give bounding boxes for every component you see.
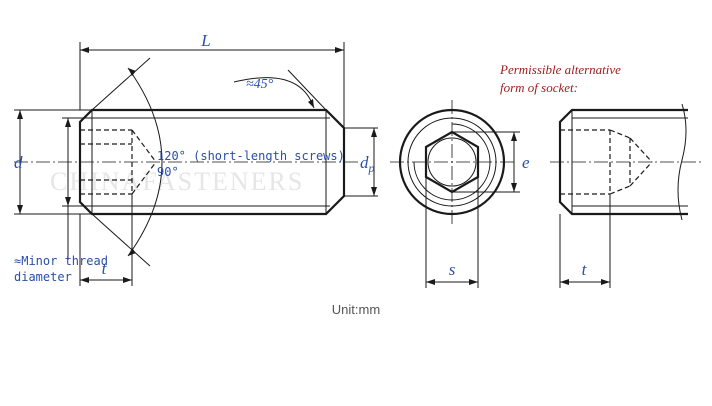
alt-socket-note-line1: Permissible alternative — [499, 62, 621, 77]
major-diameter-label: d — [14, 153, 23, 172]
alternative-socket-view: Permissible alternative form of socket: … — [499, 62, 704, 288]
alt-socket-hidden-lines — [560, 129, 653, 195]
point-diameter-label: dp — [360, 153, 375, 175]
hex-inner-circle — [427, 137, 477, 187]
end-view: e s — [390, 100, 530, 288]
unit-label: Unit:mm — [331, 302, 381, 317]
set-screw-technical-drawing: CHINAFASTENERS L d — [14, 31, 704, 288]
alt-socket-depth-label: t — [582, 260, 588, 279]
minor-thread-label-line1: ≈Minor thread — [14, 254, 108, 268]
cone-angle-arc — [127, 67, 163, 257]
length-label: L — [200, 31, 210, 50]
across-corners-label: e — [522, 153, 530, 172]
minor-thread-label-line2: diameter — [14, 270, 72, 284]
chamfer-angle-arrow — [308, 99, 314, 108]
cone-angle-leader-top — [91, 57, 151, 111]
across-flats-label: s — [449, 260, 456, 279]
alt-socket-note-line2: form of socket: — [500, 80, 578, 95]
end-view-thread-arc — [413, 123, 491, 201]
alt-break-line — [677, 103, 687, 221]
cone-angle-label: 90° — [157, 165, 179, 179]
side-view: L d ≈Minor thread diameter t 120° (short… — [14, 31, 378, 286]
socket-depth-label: t — [102, 259, 108, 278]
chamfer-angle-label: ≈45° — [246, 77, 274, 92]
chamfer-angle-leader — [287, 69, 327, 111]
cone-angle-short-label: 120° (short-length screws) — [157, 149, 345, 163]
cone-angle-leader-bottom — [91, 213, 151, 267]
chamfer-angle-arc — [233, 77, 315, 109]
minor-diameter-arrows — [65, 118, 71, 206]
